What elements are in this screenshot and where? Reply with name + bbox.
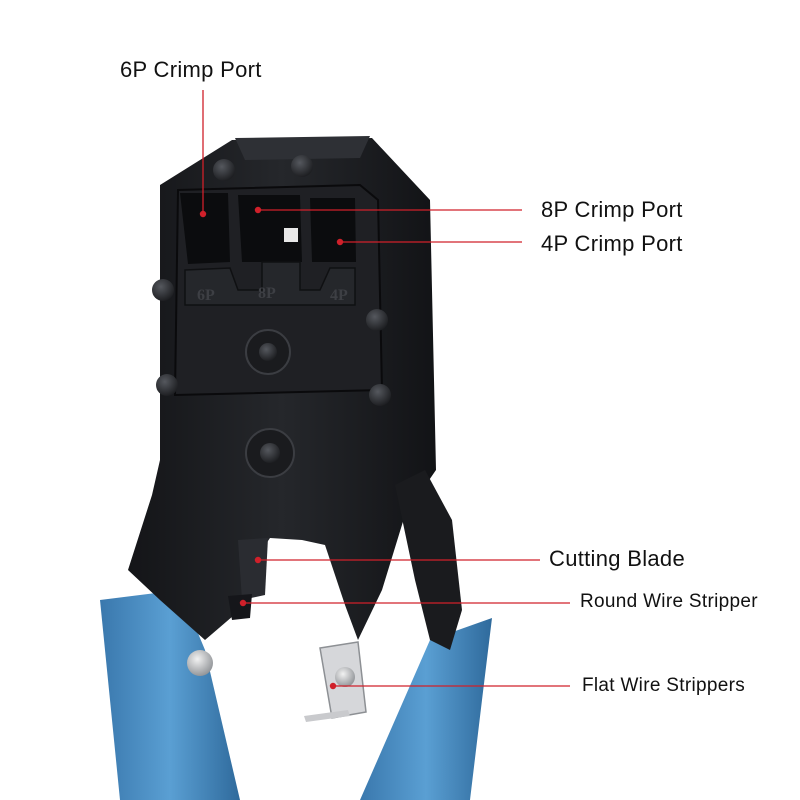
cavity-8p-notch (284, 228, 298, 242)
handle-screw (187, 650, 213, 676)
head-screws (152, 155, 391, 406)
die-mark-6p: 6P (197, 287, 215, 304)
left-handle (100, 590, 240, 800)
blade-block (238, 538, 268, 600)
flat-stripper-screw (335, 667, 355, 687)
callout-6p-crimp-port: 6P Crimp Port (120, 57, 262, 82)
cavity-4p (310, 198, 356, 262)
callout-cutting-blade: Cutting Blade (549, 546, 685, 571)
die-mark-8p: 8P (258, 285, 276, 302)
die-markings: 6P 8P 4P (197, 285, 348, 304)
leader-lines (199, 90, 570, 690)
callout-4p-crimp-port: 4P Crimp Port (541, 231, 683, 256)
right-handle (360, 618, 492, 800)
callout-flat-wire-strippers: Flat Wire Strippers (582, 675, 746, 696)
cavity-8p (238, 195, 302, 262)
flat-stripper-blade (304, 710, 350, 722)
pivot-bolts (245, 329, 295, 478)
die-steps (184, 261, 356, 306)
callout-8p-crimp-port: 8P Crimp Port (541, 197, 683, 222)
die-mark-4p: 4P (330, 287, 348, 304)
callout-round-wire-stripper: Round Wire Stripper (580, 591, 758, 612)
cavity-6p (180, 193, 230, 264)
round-stripper-notch (228, 594, 252, 620)
head-top-bevel (235, 136, 370, 160)
